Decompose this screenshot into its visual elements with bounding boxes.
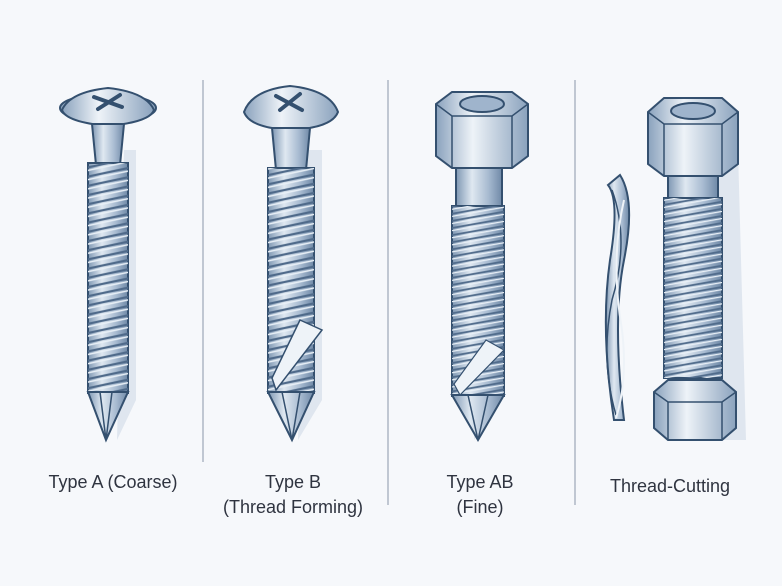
label-type-b: Type B (Thread Forming) [208, 470, 378, 520]
label-type-a: Type A (Coarse) [28, 470, 198, 495]
thread-cutting-bolt [647, 97, 746, 441]
label-type-ab: Type AB (Fine) [400, 470, 560, 520]
hex-socket-icon [459, 95, 505, 113]
phillips-recess-icon [274, 92, 304, 112]
label-type-b-line1: Type B [264, 472, 322, 492]
hex-nut-icon [653, 379, 737, 441]
twisted-cutting-blade [604, 173, 631, 421]
hex-socket-icon [670, 102, 716, 120]
type-a-screw [59, 86, 157, 443]
label-thread-cutting-text: Thread-Cutting [609, 476, 731, 496]
type-b-screw [242, 84, 340, 443]
label-type-b-line2: (Thread Forming) [222, 497, 364, 517]
label-type-a-text: Type A (Coarse) [48, 472, 178, 492]
label-type-ab-line1: Type AB [446, 472, 514, 492]
label-thread-cutting: Thread-Cutting [585, 474, 755, 499]
label-type-ab-line2: (Fine) [456, 497, 504, 517]
type-ab-screw [435, 91, 529, 442]
phillips-recess-icon [92, 93, 124, 111]
